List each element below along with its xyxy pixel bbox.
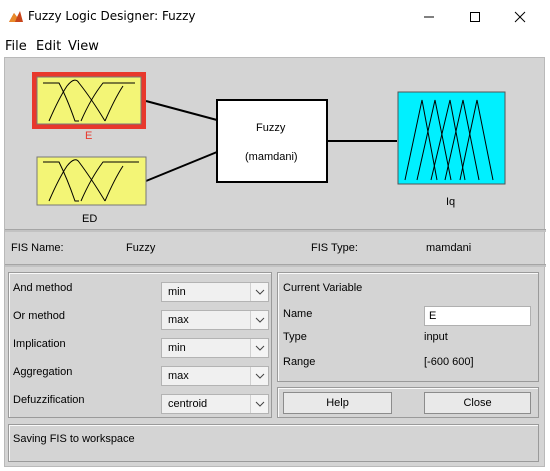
method-label: Defuzzification: [13, 394, 85, 406]
close-button[interactable]: Close: [424, 392, 531, 414]
current-variable-panel: Current Variable Name E Type input Range…: [277, 272, 539, 382]
membership-functions-ed-icon: [43, 159, 139, 202]
buttons-panel: Help Close: [277, 387, 539, 418]
variable-type-label: Type: [283, 331, 307, 343]
variable-name-input[interactable]: E: [424, 306, 531, 326]
title-bar: Fuzzy Logic Designer: Fuzzy: [0, 0, 550, 34]
input-block-ed[interactable]: [36, 156, 147, 206]
fis-type-value: mamdani: [426, 242, 472, 254]
chevron-down-icon[interactable]: [250, 395, 268, 413]
system-kind-label: (mamdani): [245, 151, 298, 163]
input-label-ed: ED: [82, 213, 98, 225]
separator: [5, 229, 546, 232]
output-block-iq[interactable]: [397, 91, 506, 185]
menu-file[interactable]: File: [5, 39, 27, 54]
method-label: And method: [13, 282, 73, 294]
methods-panel: And method min Or method max Implication…: [8, 272, 272, 418]
connector-ed-fuzzy: [145, 151, 218, 182]
fis-type-label: FIS Type:: [311, 242, 358, 254]
menu-edit[interactable]: Edit: [36, 39, 62, 54]
status-bar: Saving FIS to workspace: [8, 424, 539, 462]
variable-type-value: input: [424, 331, 448, 343]
fis-name-label: FIS Name:: [11, 242, 64, 254]
chevron-down-icon[interactable]: [250, 339, 268, 357]
menu-view[interactable]: View: [68, 39, 99, 54]
input-label-e: E: [85, 130, 93, 142]
variable-range-value: [-600 600]: [424, 356, 474, 368]
variable-name-label: Name: [283, 308, 313, 320]
status-text: Saving FIS to workspace: [13, 433, 135, 445]
window-title: Fuzzy Logic Designer: Fuzzy: [28, 9, 196, 23]
separator: [5, 264, 546, 267]
variable-range-label: Range: [283, 356, 316, 368]
fis-diagram: E ED Fuzzy (mamdani) Iq: [5, 58, 546, 233]
implication-select[interactable]: min: [161, 338, 269, 358]
matlab-app-icon: [9, 11, 23, 22]
maximize-icon[interactable]: [464, 6, 486, 28]
connector-e-fuzzy: [145, 100, 218, 121]
input-block-e[interactable]: [32, 72, 146, 129]
membership-functions-e-icon: [43, 79, 135, 122]
method-label: Implication: [13, 338, 66, 350]
minimize-icon[interactable]: [418, 6, 440, 28]
and-method-select[interactable]: min: [161, 282, 269, 302]
defuzzification-select[interactable]: centroid: [161, 394, 269, 414]
help-button[interactable]: Help: [283, 392, 392, 414]
system-name-label: Fuzzy: [256, 122, 286, 134]
chevron-down-icon[interactable]: [250, 367, 268, 385]
current-variable-title: Current Variable: [283, 282, 363, 294]
or-method-select[interactable]: max: [161, 310, 269, 330]
method-label: Aggregation: [13, 366, 73, 378]
chevron-down-icon[interactable]: [250, 311, 268, 329]
menu-bar: File Edit View: [0, 36, 550, 56]
membership-functions-iq-icon: [404, 99, 494, 181]
fis-name-value: Fuzzy: [126, 242, 156, 254]
method-label: Or method: [13, 310, 65, 322]
aggregation-select[interactable]: max: [161, 366, 269, 386]
fis-system-block[interactable]: [216, 99, 328, 183]
output-label-iq: Iq: [446, 196, 456, 208]
designer-panel: E ED Fuzzy (mamdani) Iq FIS Name: Fuzzy …: [4, 57, 546, 467]
close-window-icon[interactable]: [509, 6, 531, 28]
chevron-down-icon[interactable]: [250, 283, 268, 301]
